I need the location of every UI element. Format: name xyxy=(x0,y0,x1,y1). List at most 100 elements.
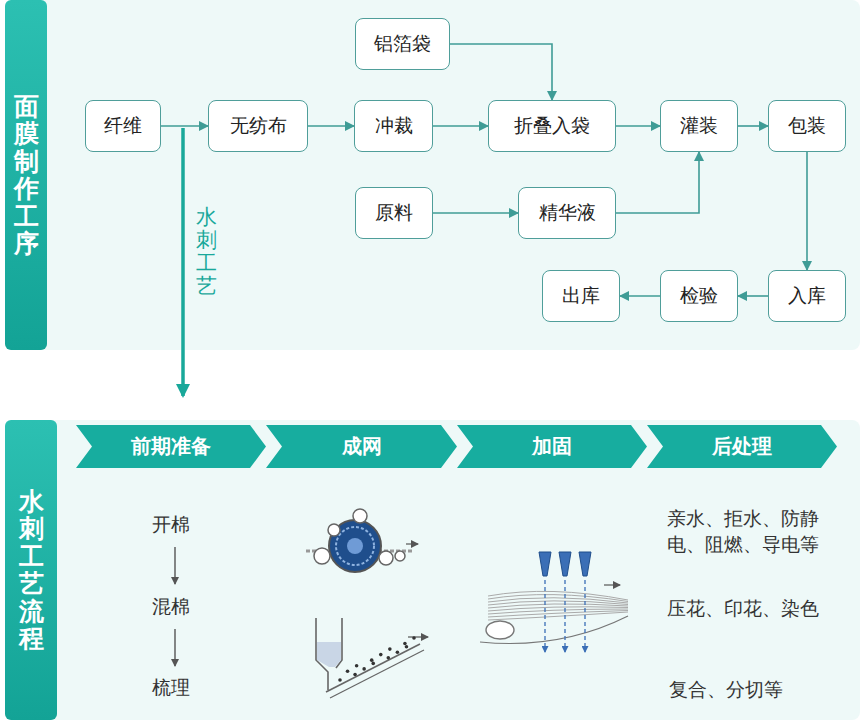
hopper-illustration-part-part xyxy=(355,664,359,668)
stage-chevron: 前期准备 xyxy=(76,425,266,468)
hydroentangle-illustration-part-part xyxy=(564,580,565,652)
hydroentangle-illustration-part-part xyxy=(584,580,585,652)
hopper-illustration-part-part xyxy=(338,678,342,682)
section-band: 面膜制作工序 xyxy=(5,0,47,350)
hopper-illustration-part-part xyxy=(412,636,416,640)
hydroentangle-illustration-part-part xyxy=(539,552,551,576)
box-label: 折叠入袋 xyxy=(514,113,590,139)
stage-chevron: 加固 xyxy=(457,425,647,468)
box-label: 包装 xyxy=(788,113,826,139)
carding-illustration-part xyxy=(329,520,381,572)
box-label: 冲裁 xyxy=(375,113,413,139)
stage-label: 后处理 xyxy=(712,433,772,460)
flow-arrow xyxy=(620,295,660,297)
treatment-note: 亲水、拒水、防静电、阻燃、导电等 xyxy=(667,506,823,557)
carding-illustration-part xyxy=(314,548,330,564)
hydroentangle-illustration xyxy=(480,552,628,652)
process-box: 无纺布 xyxy=(208,100,308,152)
process-box: 入库 xyxy=(768,270,846,322)
box-label: 铝箔袋 xyxy=(374,31,431,57)
stage-chevron: 后处理 xyxy=(647,425,837,468)
section-band: 水刺工艺流程 xyxy=(5,420,57,720)
stage-label: 前期准备 xyxy=(131,433,211,460)
process-box: 包装 xyxy=(768,100,846,152)
flow-arrow xyxy=(616,152,699,213)
top-panel xyxy=(5,0,860,350)
hydroentangle-illustration-part xyxy=(486,621,514,639)
process-box: 原料 xyxy=(355,187,433,239)
process-box: 出库 xyxy=(542,270,620,322)
section-title: 水刺工艺流程 xyxy=(19,488,44,653)
hydroentangle-illustration-part xyxy=(604,584,620,585)
hopper-illustration-part-part xyxy=(396,651,400,655)
process-box: 精华液 xyxy=(518,187,616,239)
box-label: 入库 xyxy=(788,283,826,309)
hopper-illustration-part-part xyxy=(379,653,383,657)
step-label: 混棉 xyxy=(152,594,190,620)
carding-illustration-part xyxy=(379,551,393,565)
box-label: 出库 xyxy=(562,283,600,309)
flow-arrow xyxy=(738,125,768,127)
hopper-illustration-part-part xyxy=(346,669,350,673)
hydroentangle-illustration-part xyxy=(539,552,591,652)
box-label: 原料 xyxy=(375,200,413,226)
flow-arrow xyxy=(616,125,660,127)
flow-arrow xyxy=(450,44,552,100)
hopper-illustration-part-part xyxy=(362,667,366,671)
chevron-fill xyxy=(647,425,837,468)
carding-illustration xyxy=(306,509,418,572)
hopper-illustration-part-part xyxy=(388,647,392,651)
carding-illustration-part xyxy=(347,538,363,554)
flow-arrow xyxy=(433,125,488,127)
hydroentangle-illustration-part-part xyxy=(544,580,545,652)
flow-arrow xyxy=(308,125,354,127)
process-box: 检验 xyxy=(660,270,738,322)
hopper-illustration-part xyxy=(330,650,424,698)
carding-illustration-part xyxy=(406,543,418,544)
hydroentangle-illustration-part xyxy=(480,616,628,644)
stage-label: 成网 xyxy=(342,433,382,460)
hopper-illustration-part-part xyxy=(405,645,409,649)
hopper-illustration-part xyxy=(316,618,342,690)
hopper-illustration-part-part xyxy=(371,662,375,666)
process-label: 水刺工艺 xyxy=(196,206,217,298)
hopper-illustration-part-part xyxy=(370,658,374,662)
section-title: 面膜制作工序 xyxy=(14,93,39,258)
bottom-panel xyxy=(5,420,860,720)
flow-arrow xyxy=(806,152,808,270)
hopper-illustration-part-part xyxy=(403,642,407,646)
chevron-fill xyxy=(76,425,266,468)
carding-illustration-part xyxy=(328,524,340,536)
process-box: 纤维 xyxy=(85,100,161,152)
box-label: 检验 xyxy=(680,283,718,309)
step-arrow xyxy=(174,629,175,666)
hopper-illustration-part xyxy=(408,636,428,637)
process-box: 折叠入袋 xyxy=(488,100,616,152)
carding-illustration-part xyxy=(336,527,374,565)
hopper-illustration-part-part xyxy=(353,673,357,677)
hopper-illustration-part xyxy=(317,642,341,667)
process-box: 灌装 xyxy=(660,100,738,152)
hopper-illustration-part-part xyxy=(387,656,391,660)
flow-arrow xyxy=(161,125,208,127)
box-label: 无纺布 xyxy=(230,113,287,139)
chevron-fill xyxy=(266,425,457,468)
process-box: 冲裁 xyxy=(354,100,433,152)
treatment-note: 复合、分切等 xyxy=(669,677,783,703)
process-branch-arrow xyxy=(181,128,185,396)
box-label: 纤维 xyxy=(104,113,142,139)
carding-illustration-part xyxy=(395,551,405,561)
box-label: 精华液 xyxy=(539,200,596,226)
hydroentangle-illustration-part-part xyxy=(488,598,628,603)
step-arrow xyxy=(174,547,175,584)
stage-chevron: 成网 xyxy=(266,425,457,468)
flow-arrow xyxy=(433,212,518,214)
stage-label: 加固 xyxy=(532,433,572,460)
step-label: 开棉 xyxy=(152,512,190,538)
hydroentangle-illustration-part-part xyxy=(559,552,571,576)
step-label: 梳理 xyxy=(152,675,190,701)
hydroentangle-illustration-part-part xyxy=(579,552,591,576)
carding-illustration-part xyxy=(353,509,367,523)
process-box: 铝箔袋 xyxy=(355,18,450,70)
